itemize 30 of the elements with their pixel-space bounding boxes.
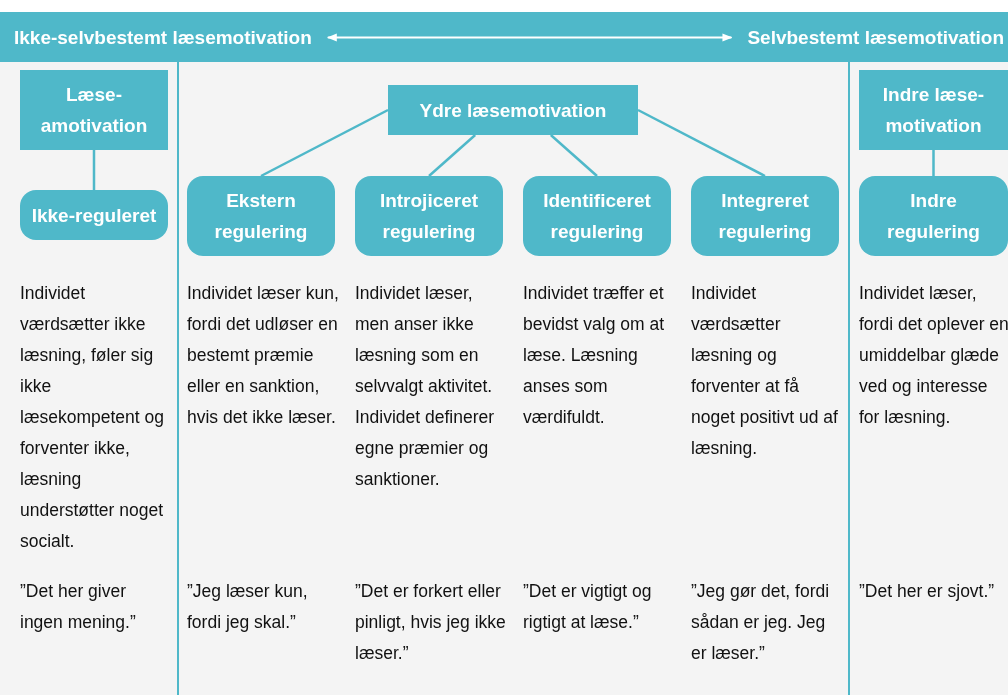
quote-text: ”Jeg læser kun, fordi jeg skal.”: [187, 580, 309, 634]
band-heading: Selvbestemt læsemotivation: [747, 22, 1004, 53]
description-text: Individet værdsætter ikke læsning, føler sig ikke læsekompetent og forventer ikke, læsning understøtter noget socialt.: [20, 282, 165, 553]
band-heading: Ikke-selvbestemt læsemotivation: [14, 22, 312, 53]
quote-text: ”Det her er sjovt.”: [859, 580, 996, 603]
regulation-box: Ekstern regulering: [187, 176, 335, 256]
regulation-box: Indre regulering: [859, 176, 1008, 256]
category-box: Læse-amotivation: [20, 70, 168, 150]
regulation-box: Identificeret regulering: [523, 176, 671, 256]
connector-line: [932, 150, 935, 176]
description-text: Individet læser, fordi det oplever en umiddelbar glæde ved og interesse for læsning.: [859, 282, 1008, 429]
regulation-box: Integreret regulering: [691, 176, 839, 256]
double-arrow: [326, 33, 733, 42]
quote-text: ”Det er forkert eller pinligt, hvis jeg ikke læser.”: [355, 580, 507, 665]
description-text: Individet læser, men anser ikke læsning som en selvvalgt aktivitet. Individet definerer egne præmier og sanktioner.: [355, 282, 496, 491]
connector-line: [428, 134, 477, 177]
regulation-box: Introjiceret regulering: [355, 176, 503, 256]
regulation-box: Ikke-reguleret: [20, 190, 168, 240]
category-box: Ydre læsemotivation: [388, 85, 638, 135]
connector-line: [637, 108, 766, 178]
quote-text: ”Det her giver ingen mening.”: [20, 580, 137, 634]
quote-text: ”Det er vigtigt og rigtigt at læse.”: [523, 580, 653, 634]
connector-line: [260, 108, 389, 178]
connector-line: [92, 150, 96, 190]
category-box: Indre læse-motivation: [859, 70, 1008, 150]
connector-line: [549, 134, 598, 177]
description-text: Individet træffer et bevidst valg om at læse. Læsning anses som værdifuldt.: [523, 282, 666, 429]
description-text: Individet læser kun, fordi det udløser en bestemt præmie eller en sanktion, hvis det ikke læser.: [187, 282, 339, 429]
quote-text: ”Jeg gør det, fordi sådan er jeg. Jeg er læser.”: [691, 580, 831, 665]
description-text: Individet værdsætter læsning og forventer at få noget positivt ud af læsning.: [691, 282, 839, 460]
